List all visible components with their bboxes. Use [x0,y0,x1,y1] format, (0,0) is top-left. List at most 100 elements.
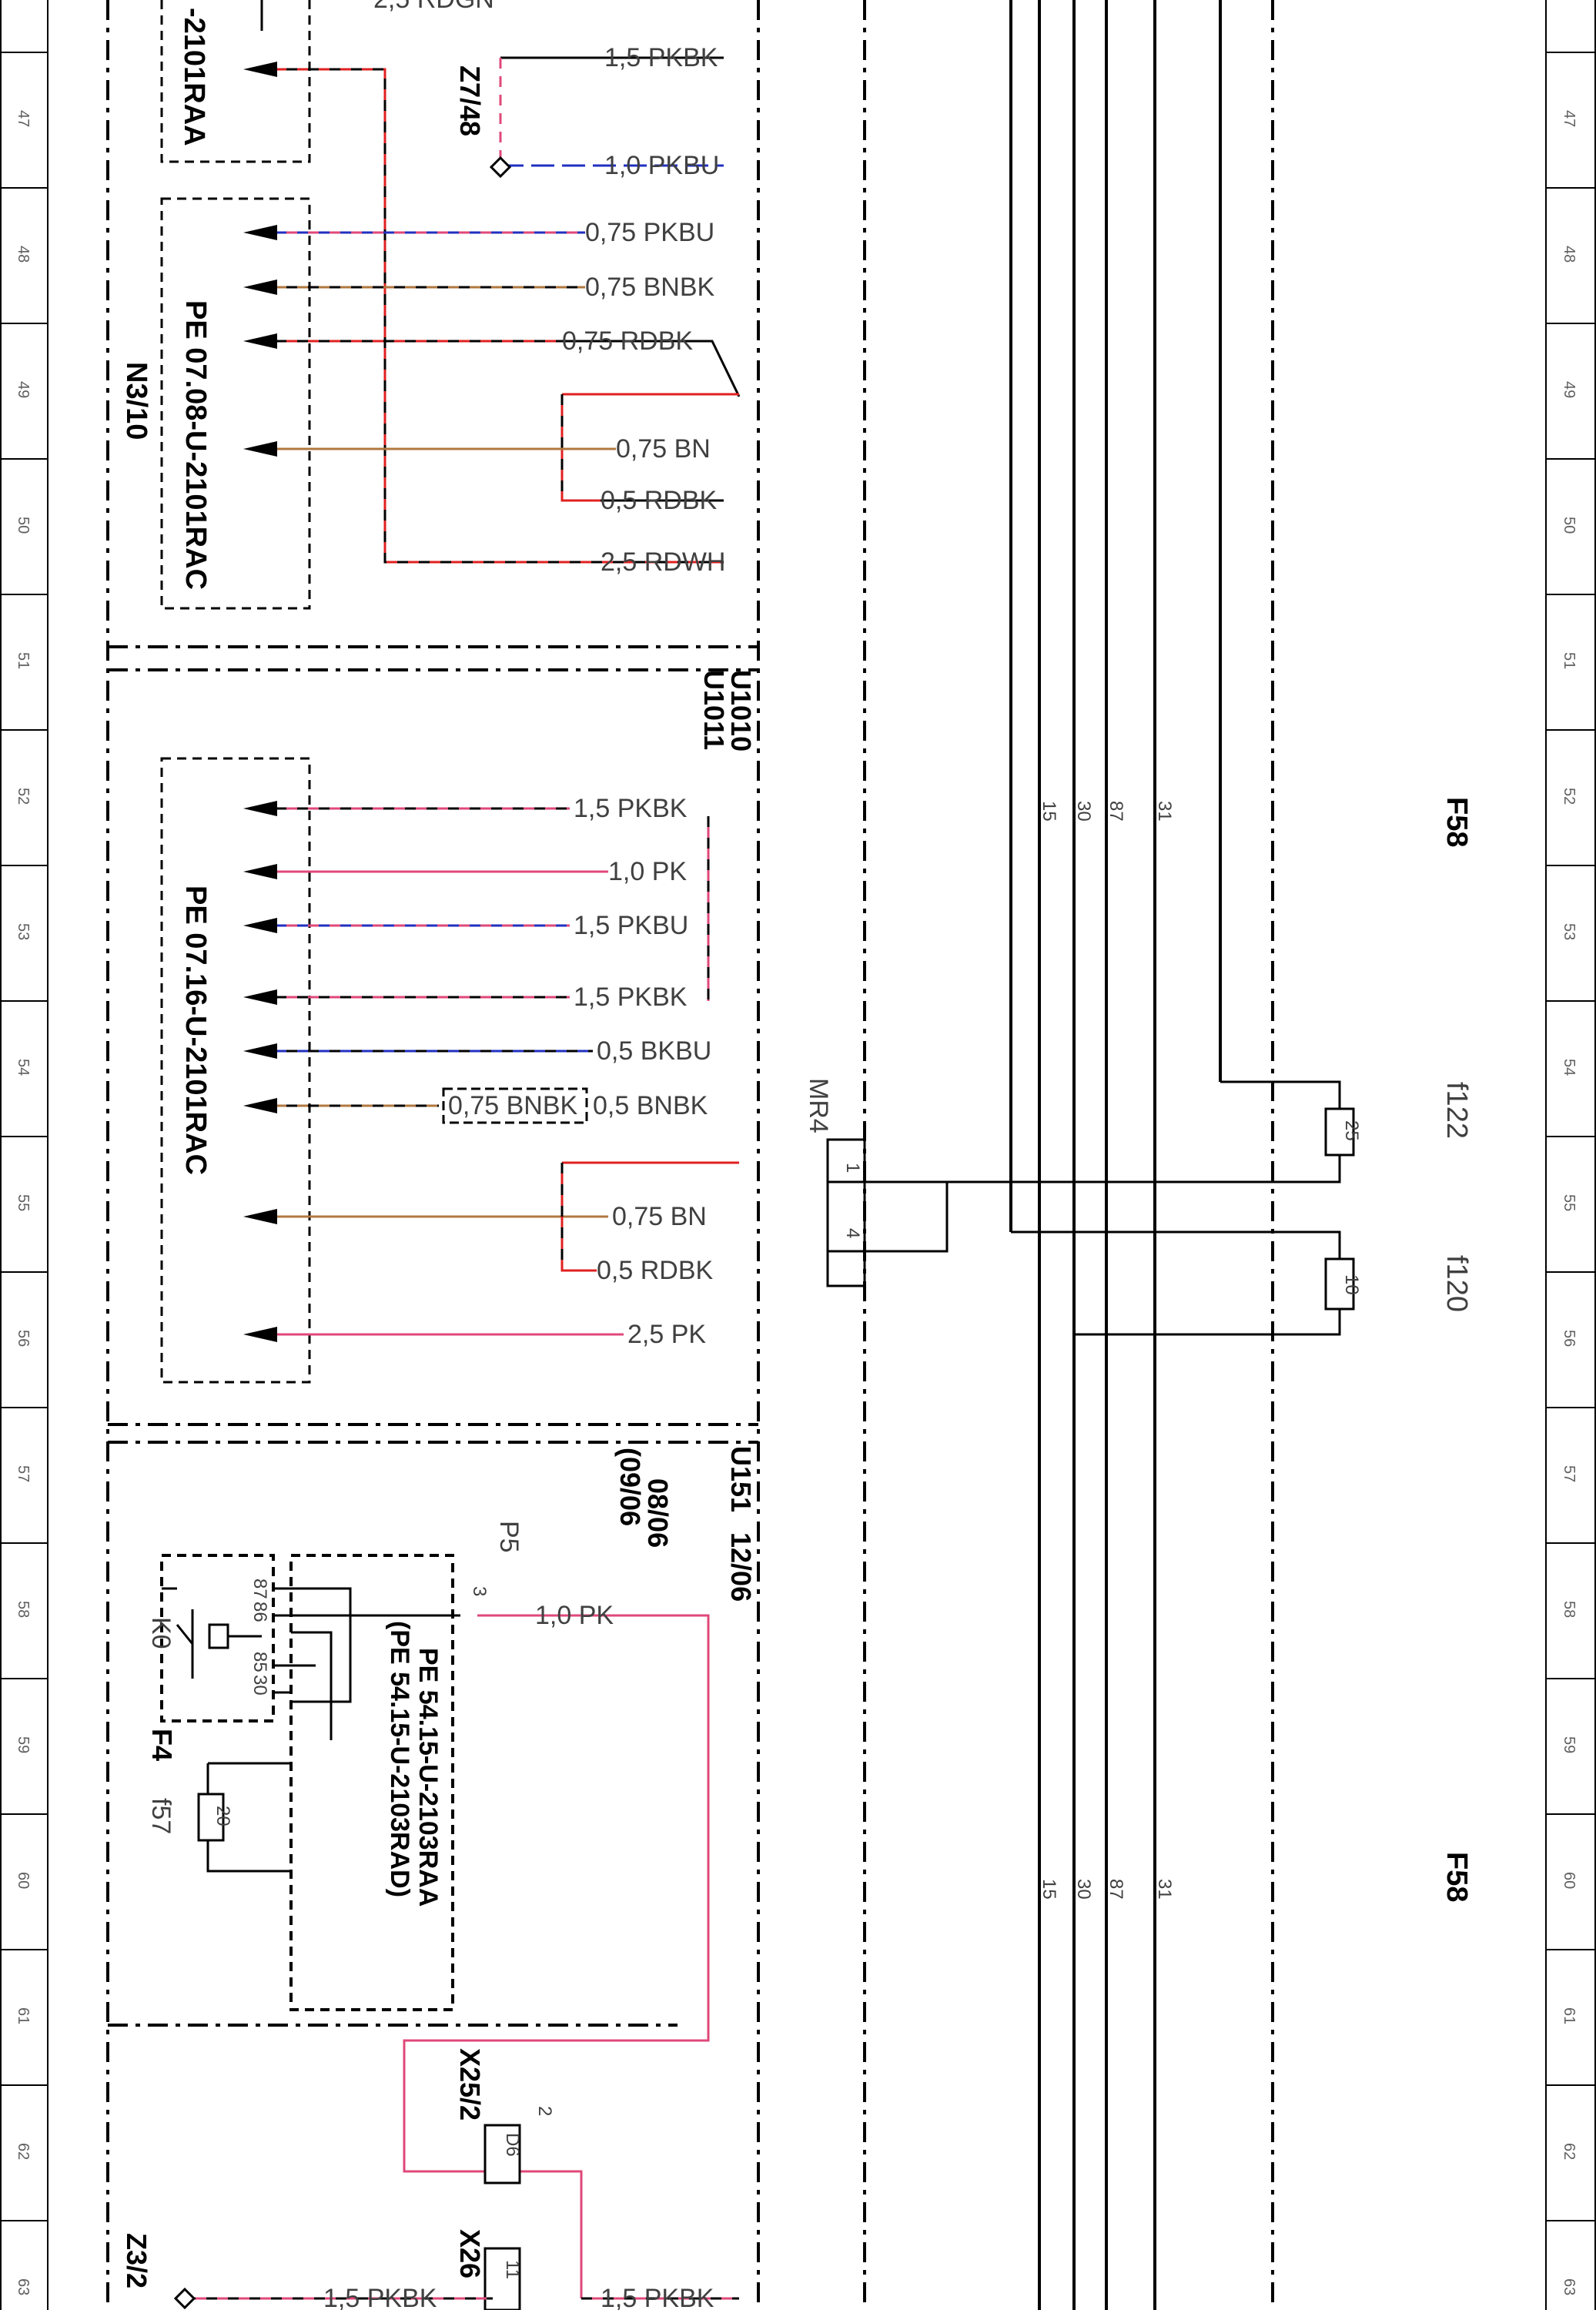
terminal-30-a: 30 [1073,801,1094,822]
row-number: 49 [1561,381,1578,398]
row-number: 61 [1561,2007,1578,2024]
relay-coil [208,1623,229,1649]
block-n3-wires [254,0,741,564]
wire-u1010-1: 1,0 PK [608,857,687,886]
row-number: 54 [15,1059,32,1076]
u151-ref: U151 [725,1446,757,1512]
fuse-f122 [1324,1107,1355,1157]
row-number: 48 [15,246,32,263]
connector-x25-2 [483,2124,521,2184]
optional-wire-label: 0,75 BNBK [448,1091,578,1120]
u1010-ref: U1010 [725,670,757,752]
ecu-main-label: PE 07.08-U-2101RAC [179,300,212,590]
block-n3-arrows[interactable] [243,62,277,457]
wire-u1010-8: 2,5 PK [627,1320,706,1349]
fuse-box-f58-a: F58 [1440,797,1473,847]
wire-n3-4: 0,75 RDBK [562,326,693,356]
terminal-87-a: 87 [1106,801,1126,822]
wire-u1010-2: 1,5 PKBU [574,911,688,940]
terminal-87-b: 87 [1106,1879,1126,1900]
fuse-f120-label: f120 [1440,1255,1473,1312]
fuse-f57-label: f57 [146,1798,176,1834]
row-number: 54 [1561,1059,1578,1076]
sensor-z7-diamond [489,156,512,179]
sensor-z7-label: Z7/48 [454,65,486,136]
label-layer: -2101RAA PE 07.08-U-2101RAC N3/10 Z7/48 … [120,0,1473,2310]
relay-pin-85: 85 [249,1652,270,1672]
u151-date3: (09/06 [614,1448,646,1526]
mr4-pin1: 1 [842,1163,863,1173]
fuse-f58-wires [865,1080,1341,1336]
mr4-connector [826,1138,949,1287]
ecu-u151-1: PE 54.15-U-2103RAA [413,1648,443,1907]
row-number: 51 [15,652,32,669]
bottom-wire [539,2170,583,2298]
block-frames [106,0,1274,2310]
wire-n3-7: 2,5 RDWH [601,547,725,577]
row-number: 53 [15,923,32,940]
fuse-f120 [1324,1257,1355,1311]
u151-date2: 08/06 [642,1478,674,1548]
ecu-u151-2: (PE 54.15-U-2103RAD) [385,1621,414,1897]
fuse-f122-rating: 25 [1341,1120,1362,1141]
ecu-id-label: N3/10 [120,362,152,440]
ecu-top-label: -2101RAA [178,8,210,146]
ground-mr4: MR4 [804,1078,833,1133]
block-u1010-arrows[interactable] [243,801,277,1342]
ecu-boxes [160,0,454,2011]
terminal-31-a: 31 [1154,801,1175,822]
u151-date1: 12/06 [725,1532,757,1602]
fuse-f122-label: f122 [1440,1082,1473,1139]
bus-bars [1009,0,1222,2310]
row-number: 59 [1561,1736,1578,1753]
wire-u1010-5: 0,5 BNBK [593,1091,708,1120]
connector-x26 [483,2247,521,2310]
block-u1010-wires [254,807,739,1336]
sensor-z3-label: Z3/2 [121,2233,152,2288]
row-number: 48 [1561,246,1578,263]
row-number: 63 [1561,2278,1578,2295]
row-number: 52 [15,788,32,805]
wire-u1010-4: 0,5 BKBU [597,1036,711,1066]
row-number: 55 [1561,1194,1578,1211]
wire-u1010-0: 1,5 PKBK [574,794,688,823]
left-ruler [0,0,49,2310]
conn-x25-2: X25/2 [454,2048,486,2121]
row-number: 60 [15,1872,32,1889]
wire-bottom-right: 1,5 PKBK [601,2284,714,2310]
terminal-15-b: 15 [1039,1879,1059,1900]
fuse-f57 [197,1793,225,1842]
wire-u1010-7: 0,5 RDBK [597,1256,713,1285]
u1011-ref: U1011 [698,670,730,750]
row-number: 59 [15,1736,32,1753]
wire-u1010-6: 0,75 BN [612,1202,707,1231]
plug-p5: P5 [494,1521,524,1553]
ecu-u1010-label: PE 07.16-U-2101RAC [179,886,212,1175]
row-number: 63 [15,2278,32,2295]
row-number: 55 [15,1194,32,1211]
row-number: 52 [1561,788,1578,805]
row-number: 62 [1561,2143,1578,2160]
row-number: 57 [1561,1465,1578,1482]
wire-bottom-left: 1,5 PKBK [323,2284,437,2310]
row-number: 47 [15,110,32,127]
row-number: 50 [15,517,32,534]
fuse-box-f4: F4 [146,1729,178,1761]
terminal-15-a: 15 [1039,801,1059,822]
optional-wire-box [442,1087,588,1124]
row-number: 60 [1561,1872,1578,1889]
relay-pin-30: 30 [249,1675,270,1696]
row-number: 49 [15,381,32,398]
right-ruler [1545,0,1596,2310]
top-partial-wire: 2,5 RDGN [373,0,494,14]
row-number: 47 [1561,110,1578,127]
fuse-f57-rating: 20 [212,1806,233,1826]
relay-k0: K0 [146,1617,176,1649]
sensor-z3-diamond [173,2287,196,2310]
row-number: 58 [15,1601,32,1618]
ruler-ticks [1,52,1595,2221]
wire-u1010-3: 1,5 PKBK [574,983,688,1012]
row-number: 57 [15,1465,32,1482]
